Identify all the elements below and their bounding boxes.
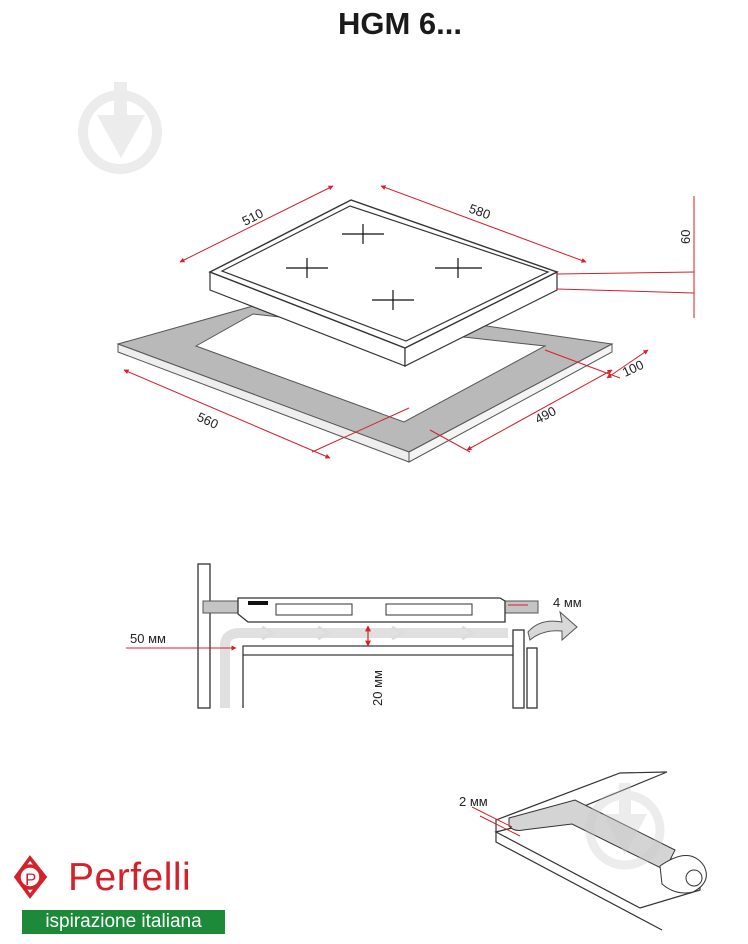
brand-tagline: ispirazione italiana xyxy=(22,910,225,934)
brand-name: Perfelli xyxy=(68,856,192,899)
seal-detail xyxy=(471,771,707,931)
label-wall-gap: 50 мм xyxy=(130,631,166,646)
svg-text:P: P xyxy=(25,870,36,889)
dimension-min-distance: 100 xyxy=(620,357,646,380)
dimension-hob-width: 580 xyxy=(467,201,493,223)
airflow-arrow-icon xyxy=(261,625,475,641)
dimension-hob-height: 60 xyxy=(678,230,693,244)
dimension-lines xyxy=(123,185,695,459)
image-placeholder-icon xyxy=(585,783,665,870)
label-front-gap: 4 мм xyxy=(553,595,582,610)
dimension-cutout-depth: 490 xyxy=(532,403,558,426)
ventilation-section xyxy=(126,563,578,709)
label-bottom-gap: 20 мм xyxy=(370,670,385,706)
label-seal-thickness: 2 мм xyxy=(459,794,488,809)
page-title: HGM 6... xyxy=(337,6,462,41)
perfelli-logo-icon: P xyxy=(13,855,48,899)
image-placeholder-icon xyxy=(78,82,162,174)
dimension-cutout-width: 560 xyxy=(195,409,221,432)
dimension-hob-depth: 510 xyxy=(240,205,266,228)
